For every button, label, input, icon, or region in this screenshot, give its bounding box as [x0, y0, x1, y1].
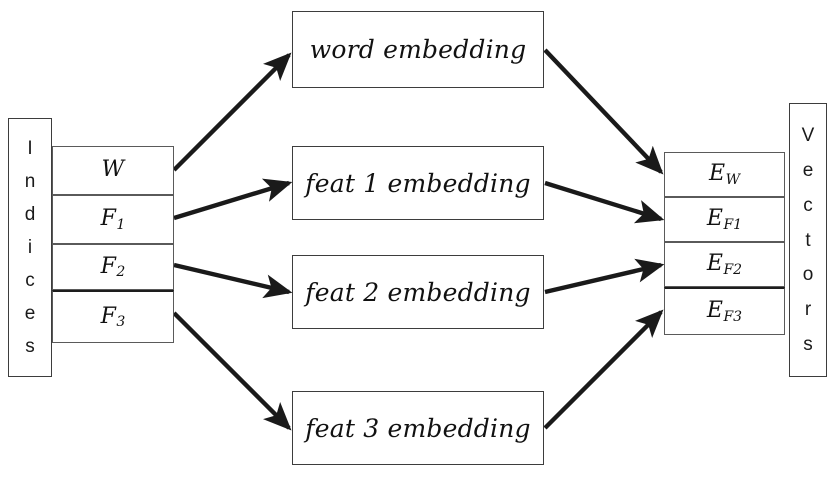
arrow-word-embedding-to-ew	[543, 48, 664, 175]
vectors-letter: o	[802, 264, 814, 286]
vector-cell-ef1[interactable]: EF1	[664, 197, 785, 242]
index-cell-w[interactable]: W	[52, 146, 174, 195]
indices-letter: e	[24, 303, 36, 324]
arrow-w-to-word-embedding	[172, 52, 292, 172]
embedding-box-label: feat 2 embedding	[305, 277, 531, 307]
indices-letter: i	[27, 237, 33, 258]
index-cell-f1[interactable]: F1	[52, 195, 174, 244]
indices-column: I n d i c e s	[8, 118, 52, 377]
embedding-box-feat1[interactable]: feat 1 embedding	[292, 146, 544, 220]
arrow-f3-to-feat3-embedding	[172, 311, 292, 431]
embedding-box-feat2[interactable]: feat 2 embedding	[292, 255, 544, 329]
indices-letter: n	[24, 171, 36, 192]
vectors-letter: r	[804, 299, 812, 321]
index-cell-label: W	[101, 157, 125, 183]
vector-cell-label: EF2	[706, 251, 743, 278]
embedding-box-label: feat 1 embedding	[305, 168, 531, 198]
arrow-feat2-embedding-to-ef2	[544, 258, 665, 295]
arrow-f1-to-feat1-embedding	[173, 178, 293, 221]
index-cell-label: F3	[100, 303, 126, 331]
vector-cell-ew[interactable]: EW	[664, 152, 785, 197]
vectors-column: V e c t o r s	[789, 103, 827, 377]
index-cell-f3[interactable]: F3	[52, 290, 174, 343]
arrow-feat1-embedding-to-ef1	[544, 180, 665, 224]
indices-letter: I	[27, 138, 33, 159]
index-cell-label: F1	[100, 206, 126, 233]
embedding-box-label: word embedding	[309, 35, 527, 64]
vector-cell-label: EF3	[706, 298, 743, 325]
embedding-box-label: feat 3 embedding	[305, 413, 531, 443]
vectors-letter: t	[805, 229, 811, 251]
vectors-letter: s	[803, 334, 813, 356]
embedding-box-feat3[interactable]: feat 3 embedding	[292, 391, 544, 465]
vectors-letter: V	[801, 124, 815, 146]
vectors-letter: c	[803, 194, 813, 216]
indices-letter: d	[24, 204, 36, 225]
index-cell-label: F2	[100, 253, 126, 281]
vectors-letter: e	[802, 159, 814, 181]
vector-cell-ef2[interactable]: EF2	[664, 242, 785, 287]
vector-cell-ef3[interactable]: EF3	[664, 287, 785, 335]
vector-cell-label: EW	[709, 161, 740, 188]
indices-letter: s	[25, 336, 35, 357]
vector-cell-label: EF1	[706, 206, 743, 233]
indices-letter: c	[25, 270, 35, 291]
arrow-feat3-embedding-to-ef3	[543, 309, 664, 430]
embedding-box-word[interactable]: word embedding	[292, 11, 544, 88]
arrow-f2-to-feat2-embedding	[173, 262, 293, 299]
index-cell-f2[interactable]: F2	[52, 244, 174, 290]
